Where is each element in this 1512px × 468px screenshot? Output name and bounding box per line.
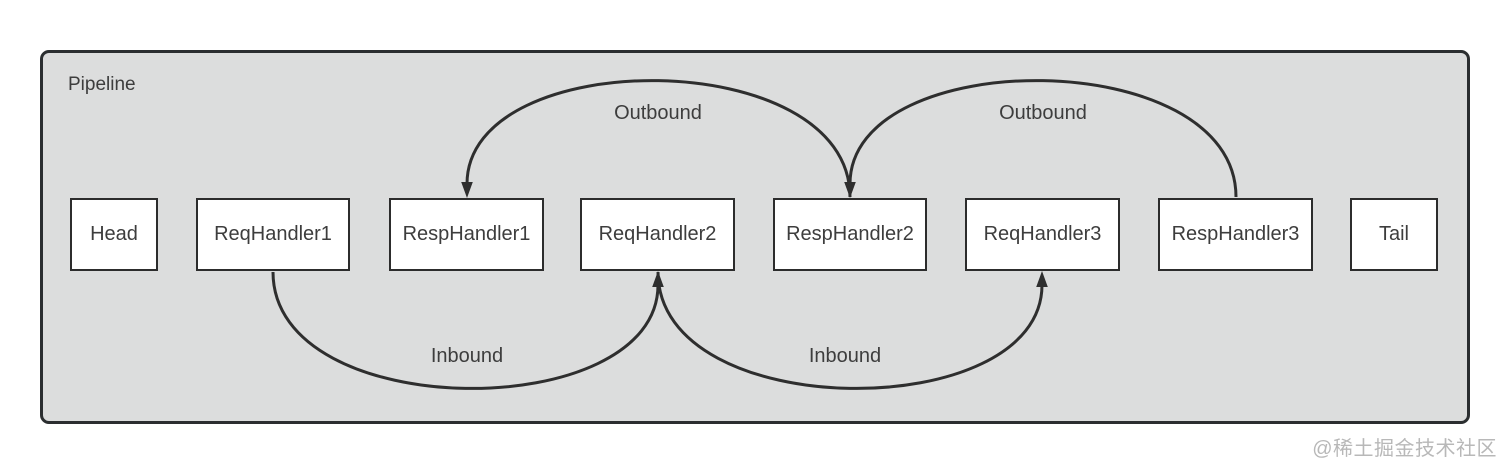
node-reqhandler2: ReqHandler2 <box>580 198 735 271</box>
inbound-edge-label-2: Inbound <box>808 345 882 367</box>
node-resphandler3: RespHandler3 <box>1158 198 1313 271</box>
watermark: @稀土掘金技术社区 <box>1312 438 1497 460</box>
node-resphandler1: RespHandler1 <box>389 198 544 271</box>
inbound-edge-label-1: Inbound <box>430 345 504 367</box>
pipeline-title: Pipeline <box>68 74 136 95</box>
outbound-edge-label-1: Outbound <box>614 102 702 124</box>
node-head: Head <box>70 198 158 271</box>
node-reqhandler1: ReqHandler1 <box>196 198 350 271</box>
node-reqhandler3: ReqHandler3 <box>965 198 1120 271</box>
node-resphandler2: RespHandler2 <box>773 198 927 271</box>
node-tail: Tail <box>1350 198 1438 271</box>
outbound-edge-label-2: Outbound <box>999 102 1087 124</box>
